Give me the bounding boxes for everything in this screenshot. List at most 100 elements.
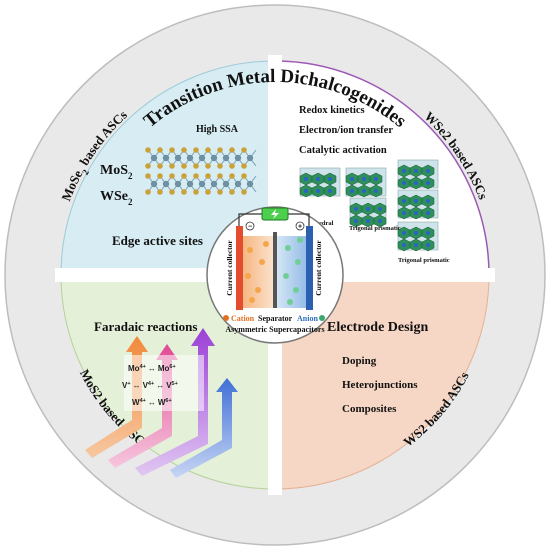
chalcogen-atom — [229, 189, 235, 195]
chalcogen-atom — [181, 147, 187, 153]
bolt-icon — [271, 209, 279, 219]
metal-atom — [150, 180, 158, 188]
metal-center — [328, 189, 332, 193]
chalcogen-atom — [157, 189, 163, 195]
electrode-left — [236, 226, 243, 310]
metal-atom — [174, 154, 182, 162]
chalcogen-atom — [145, 163, 151, 169]
anion-icon — [319, 315, 325, 321]
chalcogen-atom — [157, 147, 163, 153]
chalcogen-atom — [205, 189, 211, 195]
chalcogen-atom — [241, 173, 247, 179]
metal-center — [378, 219, 382, 223]
supercapacitor-cell — [236, 207, 313, 310]
metal-atom — [186, 154, 194, 162]
metal-center — [350, 177, 354, 181]
minus-sign: − — [248, 224, 252, 231]
metal-atom — [150, 154, 158, 162]
metal-center — [362, 189, 366, 193]
metal-center — [350, 189, 354, 193]
cation-particle — [255, 287, 261, 293]
anion-label: Anion — [297, 314, 318, 323]
cation-particle — [259, 259, 265, 265]
plus-sign: + — [298, 224, 302, 231]
metal-center — [414, 181, 418, 185]
metal-center — [426, 231, 430, 235]
anion-particle — [283, 273, 289, 279]
chalcogen-atom — [241, 189, 247, 195]
arrow-purple — [135, 328, 215, 476]
metal-center — [402, 169, 406, 173]
cation-particle — [249, 297, 255, 303]
metal-center — [374, 177, 378, 181]
chalcogen-atom — [193, 147, 199, 153]
cell-right-half — [276, 236, 310, 308]
chalcogen-atom — [181, 163, 187, 169]
chalcogen-atom — [229, 173, 235, 179]
asymmetric-supercapacitors-caption: Asymmetric Supercapacitors — [225, 325, 324, 334]
metal-center — [414, 169, 418, 173]
chalcogen-atom — [193, 163, 199, 169]
cation-label: Cation — [231, 314, 255, 323]
chalcogen-atom — [169, 173, 175, 179]
cation-particle — [245, 273, 251, 279]
chalcogen-atom — [205, 163, 211, 169]
metal-center — [402, 211, 406, 215]
metal-center — [414, 211, 418, 215]
metal-atom — [234, 154, 242, 162]
design-item-composites: Composites — [342, 403, 397, 415]
chalcogen-atom — [205, 147, 211, 153]
electrode-right — [306, 226, 313, 310]
metal-atom — [210, 180, 218, 188]
chalcogen-atom — [205, 173, 211, 179]
chalcogen-atom — [145, 147, 151, 153]
metal-center — [304, 177, 308, 181]
metal-center — [316, 189, 320, 193]
metal-center — [354, 207, 358, 211]
metal-center — [402, 231, 406, 235]
chalcogen-atom — [217, 147, 223, 153]
metal-center — [354, 219, 358, 223]
chalcogen-atom — [229, 147, 235, 153]
metal-atom — [246, 180, 254, 188]
sector-top-left — [60, 60, 276, 276]
chalcogen-atom — [193, 173, 199, 179]
trigonal-prismatic-label-1: Trigonal prismatic — [349, 225, 401, 232]
anion-particle — [287, 299, 293, 305]
chalcogen-atom — [217, 173, 223, 179]
chalcogen-atom — [241, 163, 247, 169]
electron-ion-transfer: Electron/ion transfer — [299, 125, 393, 136]
design-item-heterojunctions: Heterojunctions — [342, 379, 418, 391]
mos2-label: MoS2 — [100, 163, 133, 181]
metal-center — [402, 181, 406, 185]
arrow-blue — [170, 378, 238, 478]
metal-center — [374, 189, 378, 193]
metal-center — [402, 199, 406, 203]
chalcogen-atom — [217, 163, 223, 169]
trigonal-prismatic-label-2: Trigonal prismatic — [398, 257, 450, 264]
edge-active-sites: Edge active sites — [112, 233, 203, 248]
chalcogen-atom — [169, 163, 175, 169]
ion-particles — [245, 237, 303, 305]
metal-center — [316, 177, 320, 181]
metal-atom — [186, 180, 194, 188]
metal-center — [366, 207, 370, 211]
metal-center — [328, 177, 332, 181]
metal-center — [362, 177, 366, 181]
reaction-v: V+↔V4+↔V5+ — [122, 381, 178, 390]
chalcogen-atom — [193, 189, 199, 195]
metal-center — [366, 219, 370, 223]
minus-terminal-icon — [245, 221, 255, 231]
faradaic-heading: Faradaic reactions — [94, 319, 197, 334]
metal-center — [304, 189, 308, 193]
separator-label: Separator — [258, 314, 293, 323]
current-collector-left: Current collector — [225, 240, 234, 296]
metal-atom — [246, 154, 254, 162]
arrow-pink — [108, 344, 178, 468]
chalcogen-atom — [181, 189, 187, 195]
metal-atom — [234, 180, 242, 188]
chalcogen-atom — [181, 173, 187, 179]
electrode-design-heading: Electrode Design — [327, 320, 428, 335]
design-item-doping: Doping — [342, 355, 377, 367]
metal-center — [426, 181, 430, 185]
